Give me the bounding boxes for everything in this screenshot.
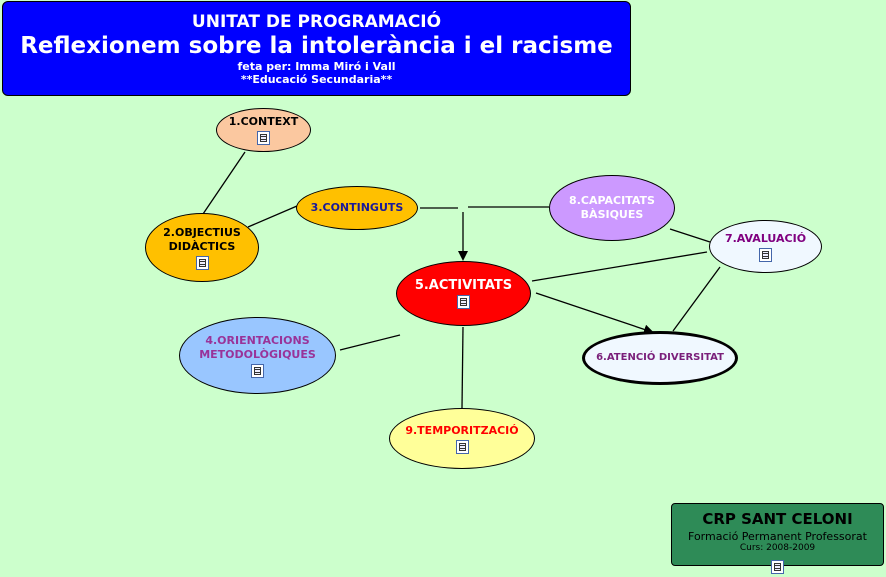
document-icon[interactable] bbox=[257, 131, 270, 145]
footer-course: Curs: 2008-2009 bbox=[739, 543, 816, 553]
node-avaluacio[interactable]: 7.AVALUACIÓ bbox=[709, 220, 822, 273]
node-context-label: 1.CONTEXT bbox=[228, 115, 299, 128]
node-objectius-didactics[interactable]: 2.OBJECTIUS DIDÀCTICS bbox=[145, 213, 259, 282]
footer-title: CRP SANT CELONI bbox=[702, 510, 853, 528]
document-icon[interactable] bbox=[251, 363, 264, 378]
edge-capacitats-avaluacio bbox=[669, 228, 711, 243]
edge-objectius-continguts bbox=[247, 205, 298, 228]
document-icon[interactable] bbox=[771, 560, 784, 574]
node-capacitats-basiques[interactable]: 8.CAPACITATS BÀSIQUES bbox=[549, 175, 675, 241]
node-diversitat-label: 6.ATENCIÓ DIVERSITAT bbox=[596, 352, 724, 363]
node-atencio-diversitat[interactable]: 6.ATENCIÓ DIVERSITAT bbox=[582, 331, 738, 385]
node-continguts[interactable]: 3.CONTINGUTS bbox=[296, 186, 418, 230]
edge-avaluacio-diversitat bbox=[672, 266, 721, 332]
node-activitats-label: 5.ACTIVITATS bbox=[414, 277, 513, 293]
node-continguts-label: 3.CONTINGUTS bbox=[310, 201, 404, 214]
node-avaluacio-label: 7.AVALUACIÓ bbox=[724, 231, 807, 245]
document-icon[interactable] bbox=[759, 247, 772, 262]
document-icon[interactable] bbox=[195, 255, 209, 270]
node-activitats[interactable]: 5.ACTIVITATS bbox=[396, 261, 531, 326]
footer-box: CRP SANT CELONI Formació Permanent Profe… bbox=[671, 503, 884, 574]
edge-context-objectius bbox=[202, 151, 246, 215]
node-temporitzacio-label: 9.TEMPORITZACIÓ bbox=[405, 423, 519, 437]
edge-activitats-temporitzacio bbox=[461, 326, 464, 409]
banner-author: feta per: Imma Miró i Vall bbox=[237, 60, 396, 73]
node-orientacions-label: 4.ORIENTACIONS METODOLÒGIQUES bbox=[199, 333, 316, 361]
banner-line-1: UNITAT DE PROGRAMACIÓ bbox=[191, 12, 442, 32]
edge-activitats-avaluacio bbox=[531, 251, 708, 282]
banner-level: **Educació Secundaria** bbox=[240, 73, 393, 86]
node-orientacions-metodologiques[interactable]: 4.ORIENTACIONS METODOLÒGIQUES bbox=[179, 317, 336, 394]
node-capacitats-label: 8.CAPACITATS BÀSIQUES bbox=[569, 194, 655, 221]
node-objectius-label: 2.OBJECTIUS DIDÀCTICS bbox=[163, 225, 241, 253]
title-banner: UNITAT DE PROGRAMACIÓ Reflexionem sobre … bbox=[2, 1, 631, 96]
edge-activitats-diversitat-arrow bbox=[535, 292, 654, 335]
document-icon[interactable] bbox=[455, 439, 469, 454]
banner-title: Reflexionem sobre la intolerància i el r… bbox=[20, 33, 613, 59]
footer-subtitle: Formació Permanent Professorat bbox=[688, 530, 867, 543]
node-temporitzacio[interactable]: 9.TEMPORITZACIÓ bbox=[389, 408, 535, 469]
edge-activitats-orientacions bbox=[339, 334, 401, 351]
node-context[interactable]: 1.CONTEXT bbox=[216, 108, 311, 152]
document-icon[interactable] bbox=[457, 294, 470, 309]
